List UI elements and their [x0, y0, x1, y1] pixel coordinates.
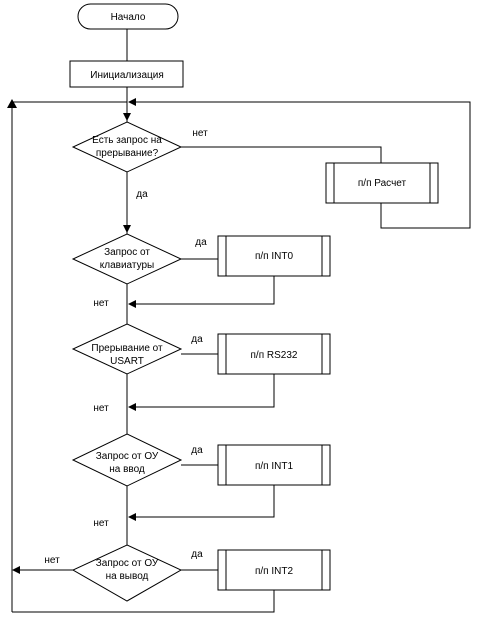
- arrowhead: [128, 403, 136, 411]
- process-int0: п/п INT0: [217, 235, 331, 277]
- arrowhead: [128, 513, 136, 521]
- process-rs232-label: п/п RS232: [251, 350, 298, 361]
- decision-keyboard-line2: клавиатуры: [100, 260, 154, 271]
- label-no: нет: [44, 555, 60, 566]
- decision-output-line2: на вывод: [106, 571, 149, 582]
- label-no: нет: [192, 128, 208, 139]
- process-int2: п/п INT2: [217, 549, 331, 591]
- process-int2-label: п/п INT2: [255, 566, 293, 577]
- start-terminator: Начало: [77, 3, 179, 30]
- connector: [181, 146, 382, 163]
- label-yes: да: [191, 445, 203, 456]
- arrowhead: [7, 99, 17, 108]
- start-label: Начало: [111, 12, 146, 23]
- process-int1-label: п/п INT1: [255, 461, 293, 472]
- calc-return-line: [131, 101, 471, 229]
- decision-output: Запрос от ОУ на вывод: [71, 544, 183, 602]
- decision-input: Запрос от ОУ на ввод: [71, 433, 183, 487]
- decision-usart-line1: Прерывание от: [91, 343, 163, 354]
- decision-interrupt-line1: Есть запрос на: [92, 135, 162, 146]
- process-calc: п/п Расчет: [325, 162, 439, 204]
- arrowhead: [123, 225, 131, 233]
- process-calc-label: п/п Расчет: [358, 178, 407, 189]
- init-process: Инициализация: [69, 60, 184, 88]
- decision-keyboard: Запрос от клавиатуры: [71, 233, 183, 285]
- decision-input-line2: на ввод: [109, 464, 145, 475]
- decision-usart: Прерывание от USART: [71, 323, 183, 375]
- label-yes: да: [191, 549, 203, 560]
- arrowhead: [128, 98, 136, 106]
- arrowhead: [128, 300, 136, 308]
- decision-output-line1: Запрос от ОУ: [96, 558, 159, 569]
- decision-interrupt: Есть запрос на прерывание?: [71, 121, 183, 173]
- label-no: нет: [93, 403, 109, 414]
- arrowhead: [123, 113, 131, 121]
- process-rs232: п/п RS232: [217, 333, 331, 375]
- bottom-return-line: [12, 590, 275, 613]
- decision-input-line1: Запрос от ОУ: [96, 451, 159, 462]
- process-int1: п/п INT1: [217, 444, 331, 486]
- arrowhead: [12, 566, 20, 574]
- merge-line: [131, 485, 275, 518]
- decision-keyboard-line1: Запрос от: [104, 247, 150, 258]
- label-no: нет: [93, 518, 109, 529]
- init-label: Инициализация: [90, 70, 163, 81]
- label-yes: да: [136, 189, 148, 200]
- label-no: нет: [93, 298, 109, 309]
- label-yes: да: [191, 334, 203, 345]
- process-int0-label: п/п INT0: [255, 251, 293, 262]
- decision-usart-line2: USART: [110, 356, 144, 367]
- merge-line: [131, 374, 275, 408]
- decision-interrupt-line2: прерывание?: [96, 148, 159, 159]
- merge-line: [131, 276, 275, 305]
- label-yes: да: [195, 237, 207, 248]
